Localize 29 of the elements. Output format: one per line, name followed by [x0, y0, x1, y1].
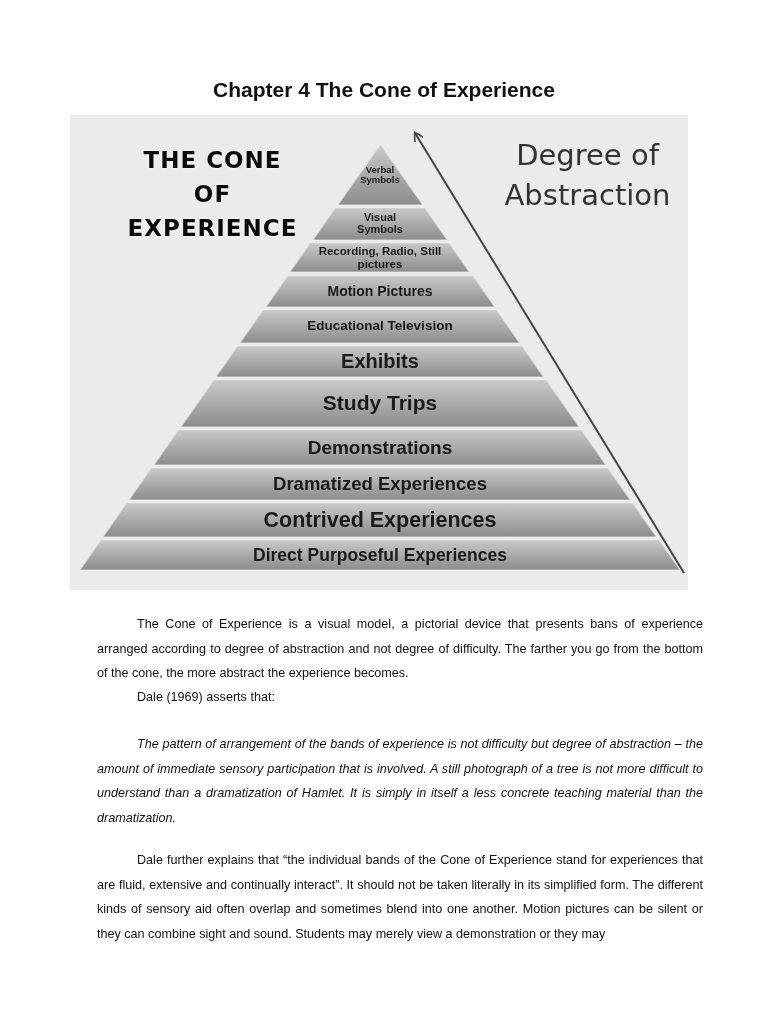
band-label: Educational Television: [307, 319, 453, 334]
paragraph: Dale further explains that “the individual bands of the Cone of Experience stand for experiences that are fluid, extensive and continually interact”. It should not be taken literally in its simplified form. The different kinds of sensory aid often overlap and sometimes blend into one another. Motion pictures can be silent or they can combine sight and sound. Students may merely view a demonstration or they may: [97, 852, 703, 943]
pyramid-band: [80, 540, 680, 570]
pyramid-band: [180, 380, 580, 427]
band-label: Direct Purposeful Experiences: [253, 545, 507, 565]
pyramid-band: [312, 208, 448, 240]
page-title: Chapter 4 The Cone of Experience: [212, 78, 556, 102]
pyramid-band: [216, 346, 544, 377]
paragraph: The pattern of arrangement of the bands of experience is not difficulty but degree of abstraction – the amount of immediate sensory participation that is involved. A still photograph of a tree is not more difficult to understand than a dramatization of Hamlet. It is simply in itself a less concrete teaching material than the dramatization.: [97, 736, 703, 827]
band-label: Contrived Experiences: [263, 508, 497, 532]
pyramid-band: [337, 145, 423, 205]
band-label: Verbal Symbols: [359, 165, 401, 185]
pyramid-band: [290, 243, 470, 272]
pyramid-band: [103, 503, 657, 537]
paragraph: The Cone of Experience is a visual model, a pictorial device that presents bans of experience arranged according to degree of abstraction and not degree of difficulty. The farther you go from the bottom of the cone, the more abstract the experience becomes.: [97, 616, 703, 682]
pyramid-band: [240, 310, 520, 343]
band-label: Study Trips: [322, 392, 438, 415]
band-label: Dramatized Experiences: [273, 474, 487, 494]
paragraph: Dale (1969) asserts that:: [136, 689, 276, 706]
band-label: Demonstrations: [307, 437, 453, 458]
band-label: Exhibits: [341, 351, 419, 372]
axis-caption: Degree of Abstraction: [503, 137, 672, 214]
band-label: Recording, Radio, Still pictures: [317, 245, 443, 270]
pyramid-band: [265, 276, 495, 307]
figure-heading: THE CONE OF EXPERIENCE: [126, 146, 299, 243]
band-label: Motion Pictures: [327, 284, 433, 299]
pyramid-band: [129, 468, 631, 500]
pyramid-band: [154, 430, 606, 465]
band-label: Visual Symbols: [356, 212, 404, 236]
